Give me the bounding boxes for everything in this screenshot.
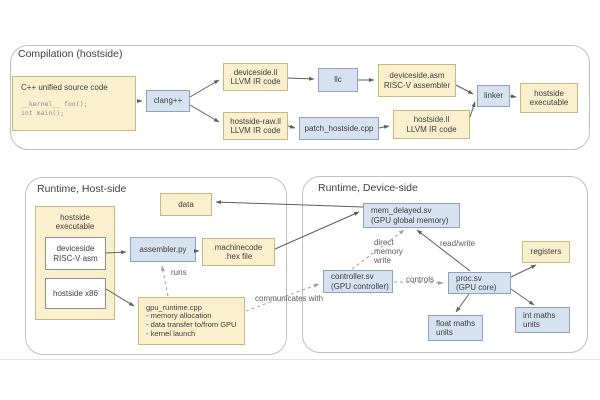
deviceside-ll-line2: LLVM IR code bbox=[230, 77, 281, 86]
controller-line2: (GPU controller) bbox=[331, 281, 389, 291]
node-hostside-raw-ll: hostside-raw.ll LLVM IR code bbox=[223, 112, 288, 140]
node-deviceside-asm: deviceside.asm RISC-V assembler bbox=[378, 64, 456, 97]
mem-delayed-line1: mem_delayed.sv bbox=[371, 206, 432, 216]
node-hostside-executable: hostside executable bbox=[520, 83, 578, 113]
node-assembler: assembler.py bbox=[130, 237, 196, 262]
int-maths-line2: units bbox=[523, 320, 540, 329]
float-maths-line1: float maths bbox=[436, 318, 476, 328]
node-hostside-x86: hostside x86 bbox=[45, 278, 106, 309]
node-registers: registers bbox=[522, 241, 570, 263]
node-controller: controller.sv (GPU controller) bbox=[323, 270, 393, 293]
cpp-source-title: C++ unified source code bbox=[21, 83, 108, 92]
int-maths-line1: int maths bbox=[523, 310, 556, 320]
node-cpp-source: C++ unified source code __kernel__ foo()… bbox=[12, 76, 136, 131]
page-boundary-line bbox=[0, 359, 600, 360]
gpu-runtime-line3: - data transfer to/from GPU bbox=[146, 320, 237, 329]
cpp-source-code-line1: __kernel__ foo(); bbox=[21, 100, 88, 109]
edge-label-direct-memory-write: direct memory write bbox=[374, 238, 403, 266]
edge-label-communicates-with: communicates with bbox=[255, 294, 324, 303]
hostside-executable-line2: executable bbox=[529, 98, 569, 107]
host-exe-line2: executable bbox=[55, 222, 95, 232]
node-float-maths: float maths units bbox=[428, 315, 483, 341]
deviceside-ll-line1: deviceside.ll bbox=[233, 67, 278, 77]
node-data: data bbox=[160, 193, 212, 216]
edge-label-read-write: read/write bbox=[440, 239, 476, 248]
hostside-ll-line2: LLVM IR code bbox=[406, 124, 457, 134]
runtime-device-title: Runtime, Device-side bbox=[318, 182, 418, 194]
node-llc: llc bbox=[318, 68, 358, 92]
node-patch-hostside: patch_hostside.cpp bbox=[299, 117, 379, 140]
hostside-ll-line1: hostside.ll bbox=[413, 115, 450, 125]
runtime-host-title: Runtime, Host-side bbox=[37, 183, 127, 195]
mem-delayed-line2: (GPU global memory) bbox=[371, 215, 449, 225]
node-clang: clang++ bbox=[146, 90, 190, 112]
node-host-deviceside-asm: deviceside RISC-V asm bbox=[45, 237, 106, 270]
compilation-title: Compilation (hostside) bbox=[18, 48, 123, 60]
node-machinecode: machinecode .hex file bbox=[202, 238, 275, 266]
controller-line1: controller.sv bbox=[331, 272, 374, 282]
direct-memory-write-line3: write bbox=[374, 255, 391, 265]
edge-label-controls: controls bbox=[406, 275, 435, 284]
node-int-maths: int maths units bbox=[515, 307, 570, 333]
node-deviceside-ll: deviceside.ll LLVM IR code bbox=[223, 63, 288, 91]
deviceside-asm-line2: RISC-V assembler bbox=[383, 80, 451, 90]
deviceside-asm-line1: deviceside.asm bbox=[389, 71, 445, 81]
float-maths-line2: units bbox=[436, 328, 453, 337]
node-hostside-ll: hostside.ll LLVM IR code bbox=[393, 110, 470, 139]
gpu-runtime-line2: - memory allocation bbox=[146, 311, 212, 321]
cpp-source-code-line2: int main(); bbox=[21, 108, 65, 117]
node-mem-delayed: mem_delayed.sv (GPU global memory) bbox=[363, 203, 460, 228]
node-proc: proc.sv (GPU core) bbox=[448, 272, 511, 294]
host-deviceside-asm-line2: RISC-V asm bbox=[53, 253, 98, 263]
edge-label-runs: runs bbox=[171, 268, 187, 277]
gpu-runtime-line4: - kernel launch bbox=[146, 328, 196, 338]
proc-line1: proc.sv bbox=[456, 273, 482, 283]
node-gpu-runtime: gpu_runtime.cpp - memory allocation - da… bbox=[138, 297, 245, 345]
hostside-executable-line1: hostside bbox=[534, 88, 564, 98]
hostside-raw-ll-line2: LLVM IR code bbox=[230, 126, 281, 135]
hostside-raw-ll-line1: hostside-raw.ll bbox=[230, 116, 281, 126]
proc-line2: (GPU core) bbox=[456, 283, 497, 292]
gpu-runtime-line1: gpu_runtime.cpp bbox=[146, 302, 202, 312]
node-linker: linker bbox=[477, 85, 510, 107]
machinecode-line2: .hex file bbox=[224, 252, 253, 261]
host-deviceside-asm-line1: deviceside bbox=[56, 244, 95, 254]
machinecode-line1: machinecode bbox=[214, 242, 263, 252]
host-exe-line1: hostside bbox=[60, 213, 90, 222]
